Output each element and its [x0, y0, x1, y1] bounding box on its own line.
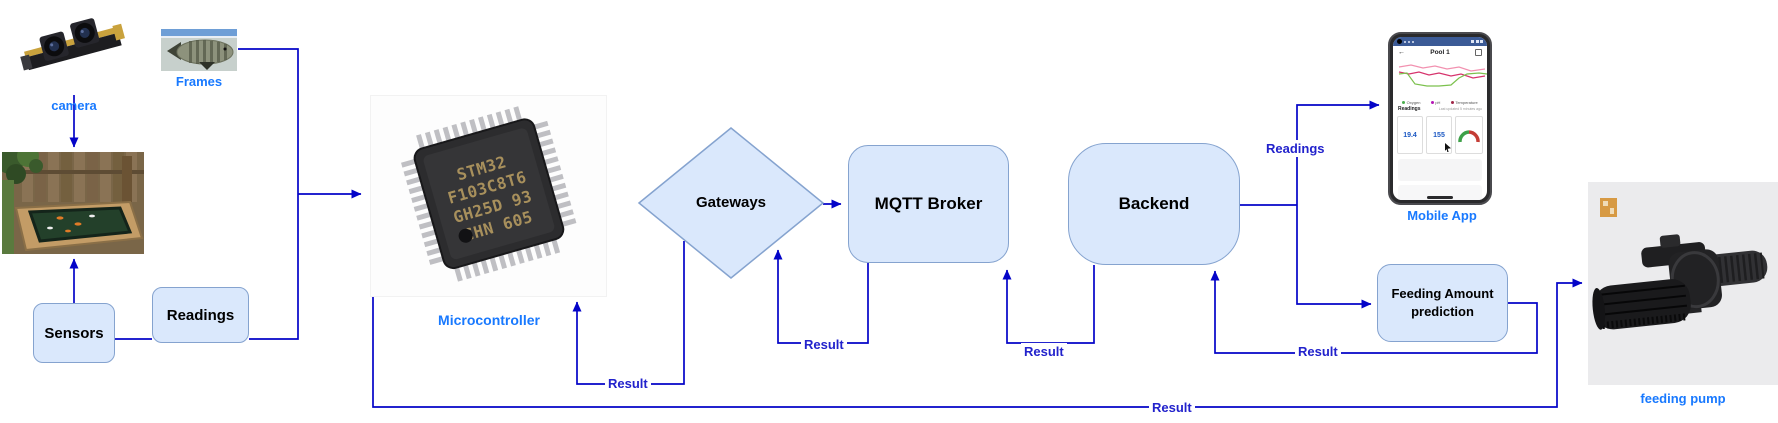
result-label-prediction-backend: Result — [1295, 343, 1341, 360]
pump-illustration — [1592, 198, 1768, 330]
result-label-mcu-pump: Result — [1149, 399, 1195, 416]
stamp-icon — [1600, 198, 1617, 217]
phone-reading-cards: 19.4 155 — [1393, 115, 1487, 155]
result-label-backend-mqtt: Result — [1021, 343, 1067, 360]
pond-illustration — [2, 152, 144, 254]
mqtt-broker-node: MQTT Broker — [848, 145, 1009, 263]
legend-oxygen: Oxygen — [1406, 99, 1421, 105]
readings-heading: Readings — [1398, 106, 1421, 112]
phone-screen: ← Pool 1 Oxygen pH Temperature Readings … — [1393, 37, 1487, 200]
phone-nav-row: ← Pool 1 — [1393, 46, 1487, 59]
home-indicator — [1427, 196, 1453, 199]
feeding-prediction-label-line1: Feeding Amount — [1391, 286, 1494, 302]
mobile-app-label: Mobile App — [1407, 208, 1477, 223]
result-label-mqtt-gateways: Result — [801, 336, 847, 353]
phone-camera-cutout-icon — [1397, 39, 1402, 44]
feeding-pump-label: feeding pump — [1640, 391, 1726, 406]
reading-value-1: 19.4 — [1403, 131, 1417, 139]
camera-label: camera — [51, 98, 97, 113]
edge-mqtt-result-to-gateways — [773, 249, 869, 344]
phone-action-icon — [1475, 49, 1482, 56]
phone-status-bar — [1393, 37, 1487, 46]
gauge-icon — [1458, 130, 1480, 143]
sensors-node: Sensors — [33, 303, 115, 363]
phone-placeholder-card — [1398, 159, 1482, 181]
backend-label: Backend — [1118, 194, 1190, 213]
legend-ph: pH — [1435, 99, 1441, 105]
reading-card-gauge — [1455, 116, 1483, 154]
stereo-camera-module — [20, 18, 125, 71]
mobile-app-image: ← Pool 1 Oxygen pH Temperature Readings … — [1388, 32, 1492, 205]
readings-label-backend-app: Readings — [1263, 140, 1328, 157]
feeding-prediction-node: Feeding Amount prediction — [1377, 264, 1508, 342]
fish-illustration — [161, 29, 237, 71]
feeding-pump-image — [1588, 182, 1778, 385]
status-icons — [1471, 40, 1483, 43]
gateways-node-label: Gateways — [695, 194, 767, 211]
phone-placeholder-card — [1398, 185, 1482, 200]
foliage — [2, 152, 43, 184]
stm32-chip-illustration: STM32 F103C8T6 GH25D 93 CHN 605 — [401, 105, 577, 282]
phone-readings-header: Readings Last updated 5 minutes ago — [1393, 106, 1487, 115]
koi-fish — [47, 214, 95, 233]
pond-image — [2, 152, 144, 254]
oxygen-dot-icon — [1402, 100, 1406, 104]
edge-junction-to-feeding-prediction — [1296, 205, 1372, 309]
phone-page-title: Pool 1 — [1430, 49, 1450, 56]
microcontroller-label: Microcontroller — [438, 312, 540, 328]
frames-label: Frames — [175, 74, 223, 89]
microcontroller-image: STM32 F103C8T6 GH25D 93 CHN 605 — [370, 95, 607, 297]
pump-body — [1592, 234, 1768, 330]
legend-temperature: Temperature — [1455, 99, 1478, 105]
ph-dot-icon — [1430, 100, 1434, 104]
fence — [18, 152, 144, 202]
phone-chart — [1398, 64, 1487, 87]
last-updated-text: Last updated 5 minutes ago — [1438, 107, 1482, 111]
feeding-prediction-label-line2: prediction — [1411, 304, 1474, 319]
readings-node: Readings — [152, 287, 249, 343]
frames-image — [161, 29, 237, 71]
readings-label: Readings — [166, 306, 235, 324]
mouse-cursor-icon — [1445, 143, 1451, 152]
temperature-dot-icon — [1450, 100, 1454, 104]
result-label-gateways-mcu: Result — [605, 375, 651, 392]
camera-image — [17, 3, 130, 95]
edge-prediction-result-to-backend — [1210, 270, 1538, 354]
mqtt-broker-label: MQTT Broker — [874, 194, 983, 213]
gateways-diamond — [637, 127, 825, 279]
camera-illustration — [20, 18, 125, 71]
sensors-label: Sensors — [44, 324, 104, 342]
edge-readings-to-mobile-app — [1296, 100, 1380, 205]
phone-chart-legend: Oxygen pH Temperature — [1393, 98, 1487, 106]
backend-node: Backend — [1068, 143, 1240, 265]
back-arrow-icon: ← — [1398, 49, 1405, 56]
edge-microcontroller-result-to-pump — [372, 278, 1583, 408]
edge-backend-result-to-mqtt — [1002, 265, 1095, 344]
chip: STM32 F103C8T6 GH25D 93 CHN 605 — [401, 105, 577, 282]
reading-card-1: 19.4 — [1397, 116, 1423, 154]
reading-value-2: 155 — [1433, 131, 1445, 139]
